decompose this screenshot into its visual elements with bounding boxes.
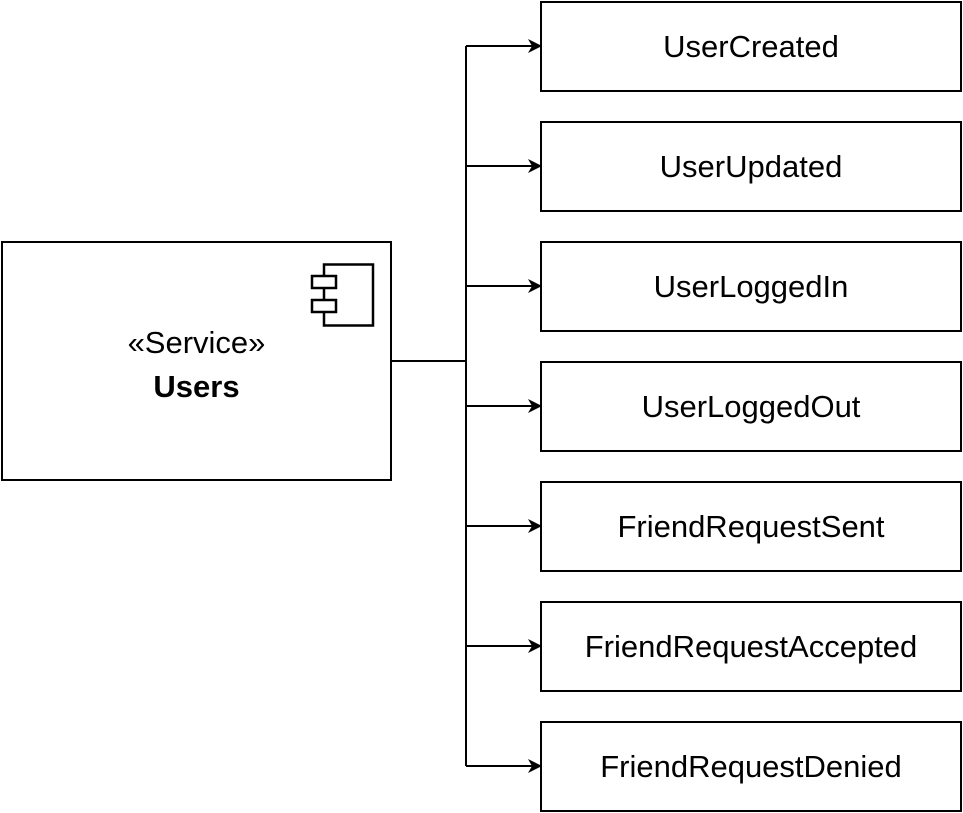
event-user-updated[interactable]: UserUpdated <box>540 121 962 212</box>
event-friend-request-accepted[interactable]: FriendRequestAccepted <box>540 601 962 692</box>
event-friend-request-denied[interactable]: FriendRequestDenied <box>540 721 962 812</box>
event-user-logged-out[interactable]: UserLoggedOut <box>540 361 962 452</box>
event-label: UserUpdated <box>659 148 843 184</box>
users-service-component[interactable]: «Service» Users <box>1 241 392 481</box>
event-user-created[interactable]: UserCreated <box>540 1 962 92</box>
event-user-logged-in[interactable]: UserLoggedIn <box>540 241 962 332</box>
event-label: UserLoggedIn <box>653 268 849 304</box>
service-name: Users <box>153 369 240 404</box>
event-friend-request-sent[interactable]: FriendRequestSent <box>540 481 962 572</box>
event-label: FriendRequestAccepted <box>584 628 918 664</box>
connector-group <box>392 39 542 773</box>
event-label: UserLoggedOut <box>641 388 861 424</box>
event-label: UserCreated <box>663 28 839 64</box>
service-label: «Service» Users <box>3 321 390 409</box>
service-stereotype: «Service» <box>127 325 266 360</box>
component-icon <box>310 263 375 327</box>
event-label: FriendRequestSent <box>617 508 885 544</box>
event-label: FriendRequestDenied <box>600 748 902 784</box>
